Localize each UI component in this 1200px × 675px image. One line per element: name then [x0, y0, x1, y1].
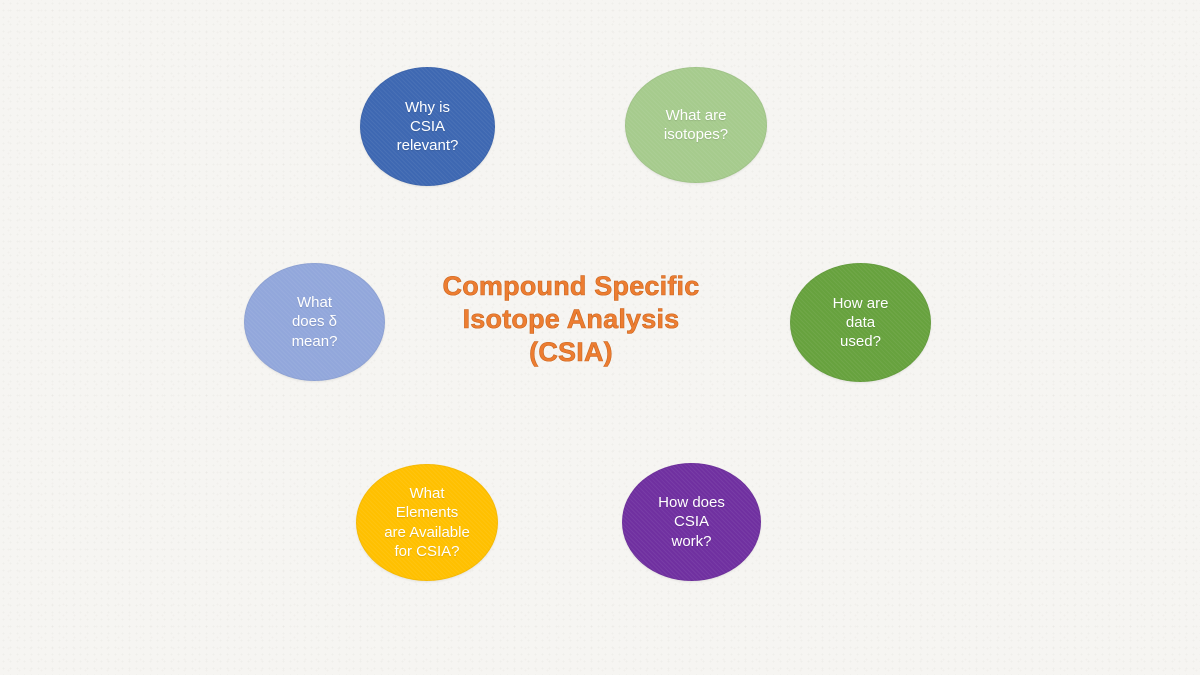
- bubble-what-elements-available[interactable]: What Elements are Available for CSIA?: [356, 464, 498, 581]
- bubble-why-csia-relevant[interactable]: Why is CSIA relevant?: [360, 67, 495, 186]
- bubble-label: What Elements are Available for CSIA?: [384, 485, 470, 560]
- bubble-label: How does CSIA work?: [658, 494, 725, 550]
- bubble-what-does-delta-mean[interactable]: What does δ mean?: [244, 263, 385, 381]
- bubble-what-are-isotopes[interactable]: What are isotopes?: [625, 67, 767, 183]
- bubble-label: Why is CSIA relevant?: [396, 98, 459, 155]
- slide-title: Compound Specific Isotope Analysis (CSIA…: [442, 271, 700, 367]
- bubble-how-does-csia-work[interactable]: How does CSIA work?: [622, 463, 761, 581]
- bubble-label: What does δ mean?: [291, 294, 338, 350]
- bubble-how-are-data-used[interactable]: How are data used?: [790, 263, 931, 382]
- bubble-label: How are data used?: [832, 294, 889, 351]
- bubble-label: What are isotopes?: [663, 106, 729, 143]
